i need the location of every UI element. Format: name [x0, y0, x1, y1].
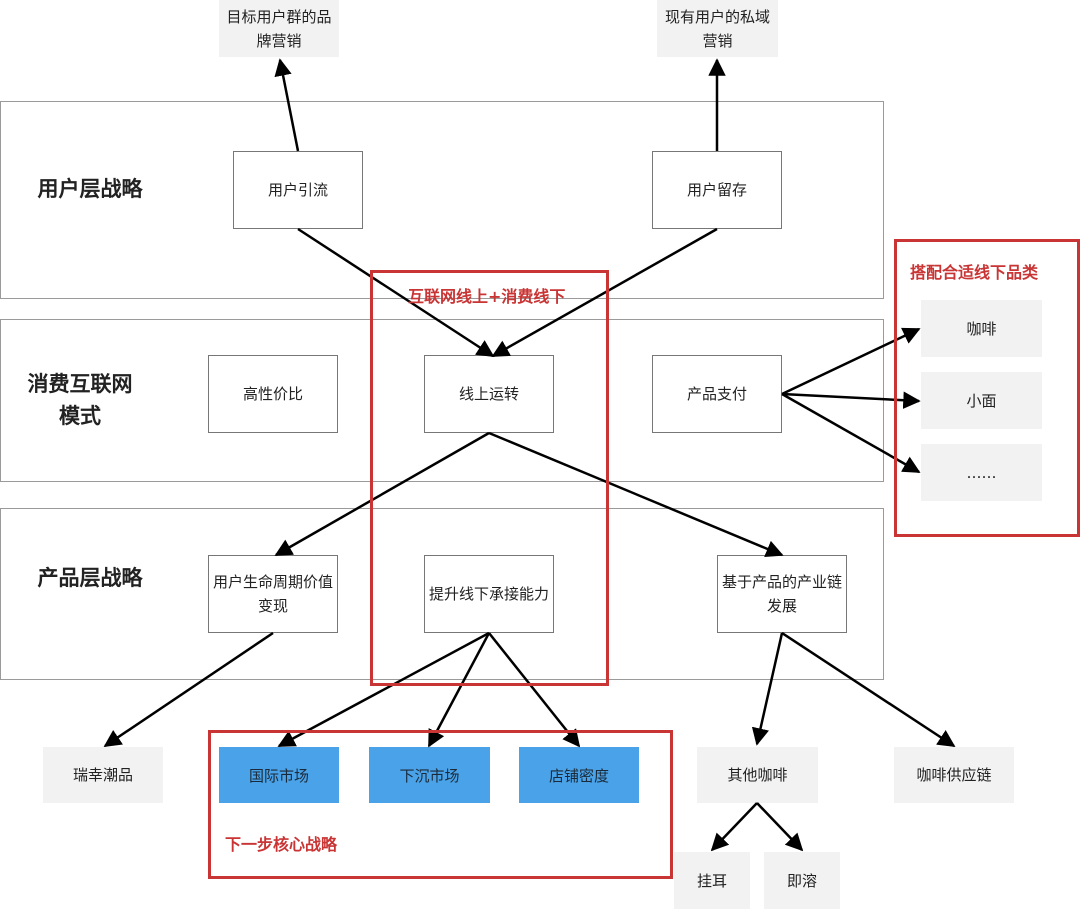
user-layer-title: 用户层战略: [37, 177, 143, 201]
private-marketing-box: 现有用户的私域营销: [657, 0, 778, 57]
noodles-box: 小面: [921, 372, 1042, 429]
other-coffee-box: 其他咖啡: [697, 747, 818, 803]
online-offline-frame: [370, 270, 609, 686]
offline-categories-frame: [894, 239, 1080, 537]
core-strategy-label: 下一步核心战略: [225, 835, 338, 854]
user-acquisition-box: 用户引流: [233, 151, 363, 229]
core-strategy-frame: [208, 730, 673, 879]
user-retention-box: 用户留存: [652, 151, 782, 229]
online-operation-box: 线上运转: [424, 355, 554, 433]
product-layer-title: 产品层战略: [37, 566, 143, 590]
international-market-box: 国际市场: [219, 747, 339, 803]
industry-chain-box: 基于产品的产业链发展: [717, 555, 847, 633]
ellipsis-box: ……: [921, 444, 1042, 501]
online-offline-label: 互联网线上+消费线下: [408, 287, 566, 306]
coffee-box: 咖啡: [921, 300, 1042, 357]
offline-categories-label: 搭配合适线下品类: [910, 263, 1039, 282]
coffee-supply-chain-box: 咖啡供应链: [894, 747, 1014, 803]
sinking-market-box: 下沉市场: [369, 747, 490, 803]
target-marketing-box: 目标用户群的品牌营销: [219, 0, 339, 57]
lifecycle-value-box: 用户生命周期价值变现: [208, 555, 338, 633]
cost-performance-box: 高性价比: [208, 355, 338, 433]
store-density-box: 店铺密度: [519, 747, 639, 803]
instant-box: 即溶: [764, 852, 840, 909]
drip-bag-box: 挂耳: [674, 852, 750, 909]
ruixing-trend-box: 瑞幸潮品: [43, 747, 163, 803]
arrow-other-to-dripbag: [710, 802, 758, 852]
internet-layer-title: 消费互联网 模式: [27, 372, 133, 428]
product-payment-box: 产品支付: [652, 355, 782, 433]
arrow-other-to-instant: [756, 802, 804, 852]
